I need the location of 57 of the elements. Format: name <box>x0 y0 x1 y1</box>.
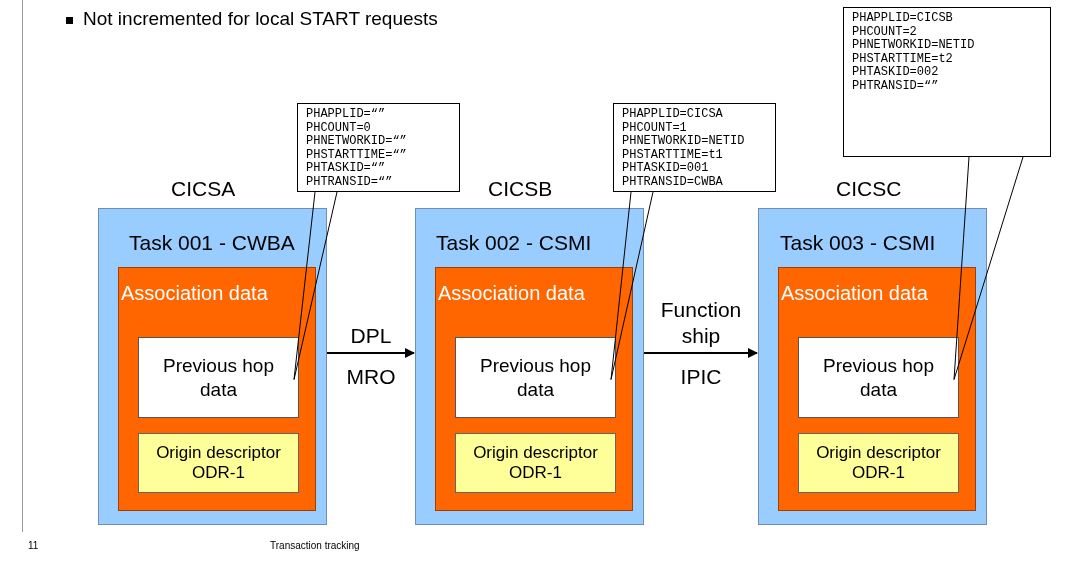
page-number: 11 <box>28 540 39 551</box>
leader-line <box>953 156 1024 381</box>
footer-title: Transaction tracking <box>270 540 360 551</box>
origin-descriptor-box <box>798 433 959 493</box>
association-data-box <box>118 267 316 511</box>
association-data-box <box>778 267 976 511</box>
callout-text: PHAPPLID=CICSB <box>852 12 954 26</box>
protocol-label: MRO <box>345 365 397 389</box>
previous-hop-box <box>138 337 299 418</box>
task-label: Task 001 - CWBA <box>129 231 295 255</box>
callout-text: PHTRANSID=CWBA <box>622 175 724 189</box>
association-label: Association data <box>438 282 585 305</box>
box-text: Previous hop data <box>822 353 935 402</box>
callout-text: PHTRANSID=“” <box>306 175 394 189</box>
callout-text: PHTASKID=“” <box>306 162 387 176</box>
box-text: Previous hop data <box>479 353 592 402</box>
protocol-label: IPIC <box>679 365 723 389</box>
system-name: CICSC <box>836 177 902 201</box>
callout-text: PHAPPLID=“” <box>306 108 387 122</box>
association-data-box <box>435 267 633 511</box>
callout-text: PHSTARTTIME=t2 <box>852 52 954 66</box>
leader-line <box>610 191 654 381</box>
previous-hop-box <box>455 337 616 418</box>
edge-label: DPL <box>349 323 393 349</box>
origin-descriptor-box <box>455 433 616 493</box>
box-text: Previous hop data <box>162 353 275 402</box>
callout-text: PHCOUNT=0 <box>306 121 372 135</box>
callout-text: PHNETWORKID=“” <box>306 135 408 149</box>
origin-descriptor-box <box>138 433 299 493</box>
arrow <box>326 348 415 358</box>
arrow <box>643 348 758 358</box>
system-name: CICSB <box>488 177 553 201</box>
callout-text: PHTASKID=002 <box>852 66 940 80</box>
edge-label: Function ship <box>659 297 743 349</box>
callout-text: PHAPPLID=CICSA <box>622 108 724 122</box>
callout-text: PHTRANSID=“” <box>852 79 940 93</box>
bullet-text: Not incremented for local START requests <box>83 8 438 30</box>
system-name: CICSA <box>171 177 236 201</box>
callout-text: PHCOUNT=1 <box>622 121 688 135</box>
task-label: Task 003 - CSMI <box>780 231 936 255</box>
callout-bubble <box>843 7 1051 157</box>
leader-line <box>293 191 338 381</box>
callout-bubble <box>613 103 776 192</box>
box-text: Origin descriptor ODR-1 <box>155 443 282 483</box>
task-label: Task 002 - CSMI <box>436 231 592 255</box>
callout-text: PHNETWORKID=NETID <box>852 39 976 53</box>
association-label: Association data <box>781 282 928 305</box>
callout-text: PHNETWORKID=NETID <box>622 135 746 149</box>
box-text: Origin descriptor ODR-1 <box>815 443 942 483</box>
previous-hop-box <box>798 337 959 418</box>
callout-text: PHTASKID=001 <box>622 162 710 176</box>
association-label: Association data <box>121 282 268 305</box>
box-text: Origin descriptor ODR-1 <box>472 443 599 483</box>
callout-text: PHSTARTTIME=t1 <box>622 148 724 162</box>
callout-text: PHCOUNT=2 <box>852 25 918 39</box>
callout-text: PHSTARTTIME=“” <box>306 148 408 162</box>
callout-bubble <box>297 103 460 192</box>
